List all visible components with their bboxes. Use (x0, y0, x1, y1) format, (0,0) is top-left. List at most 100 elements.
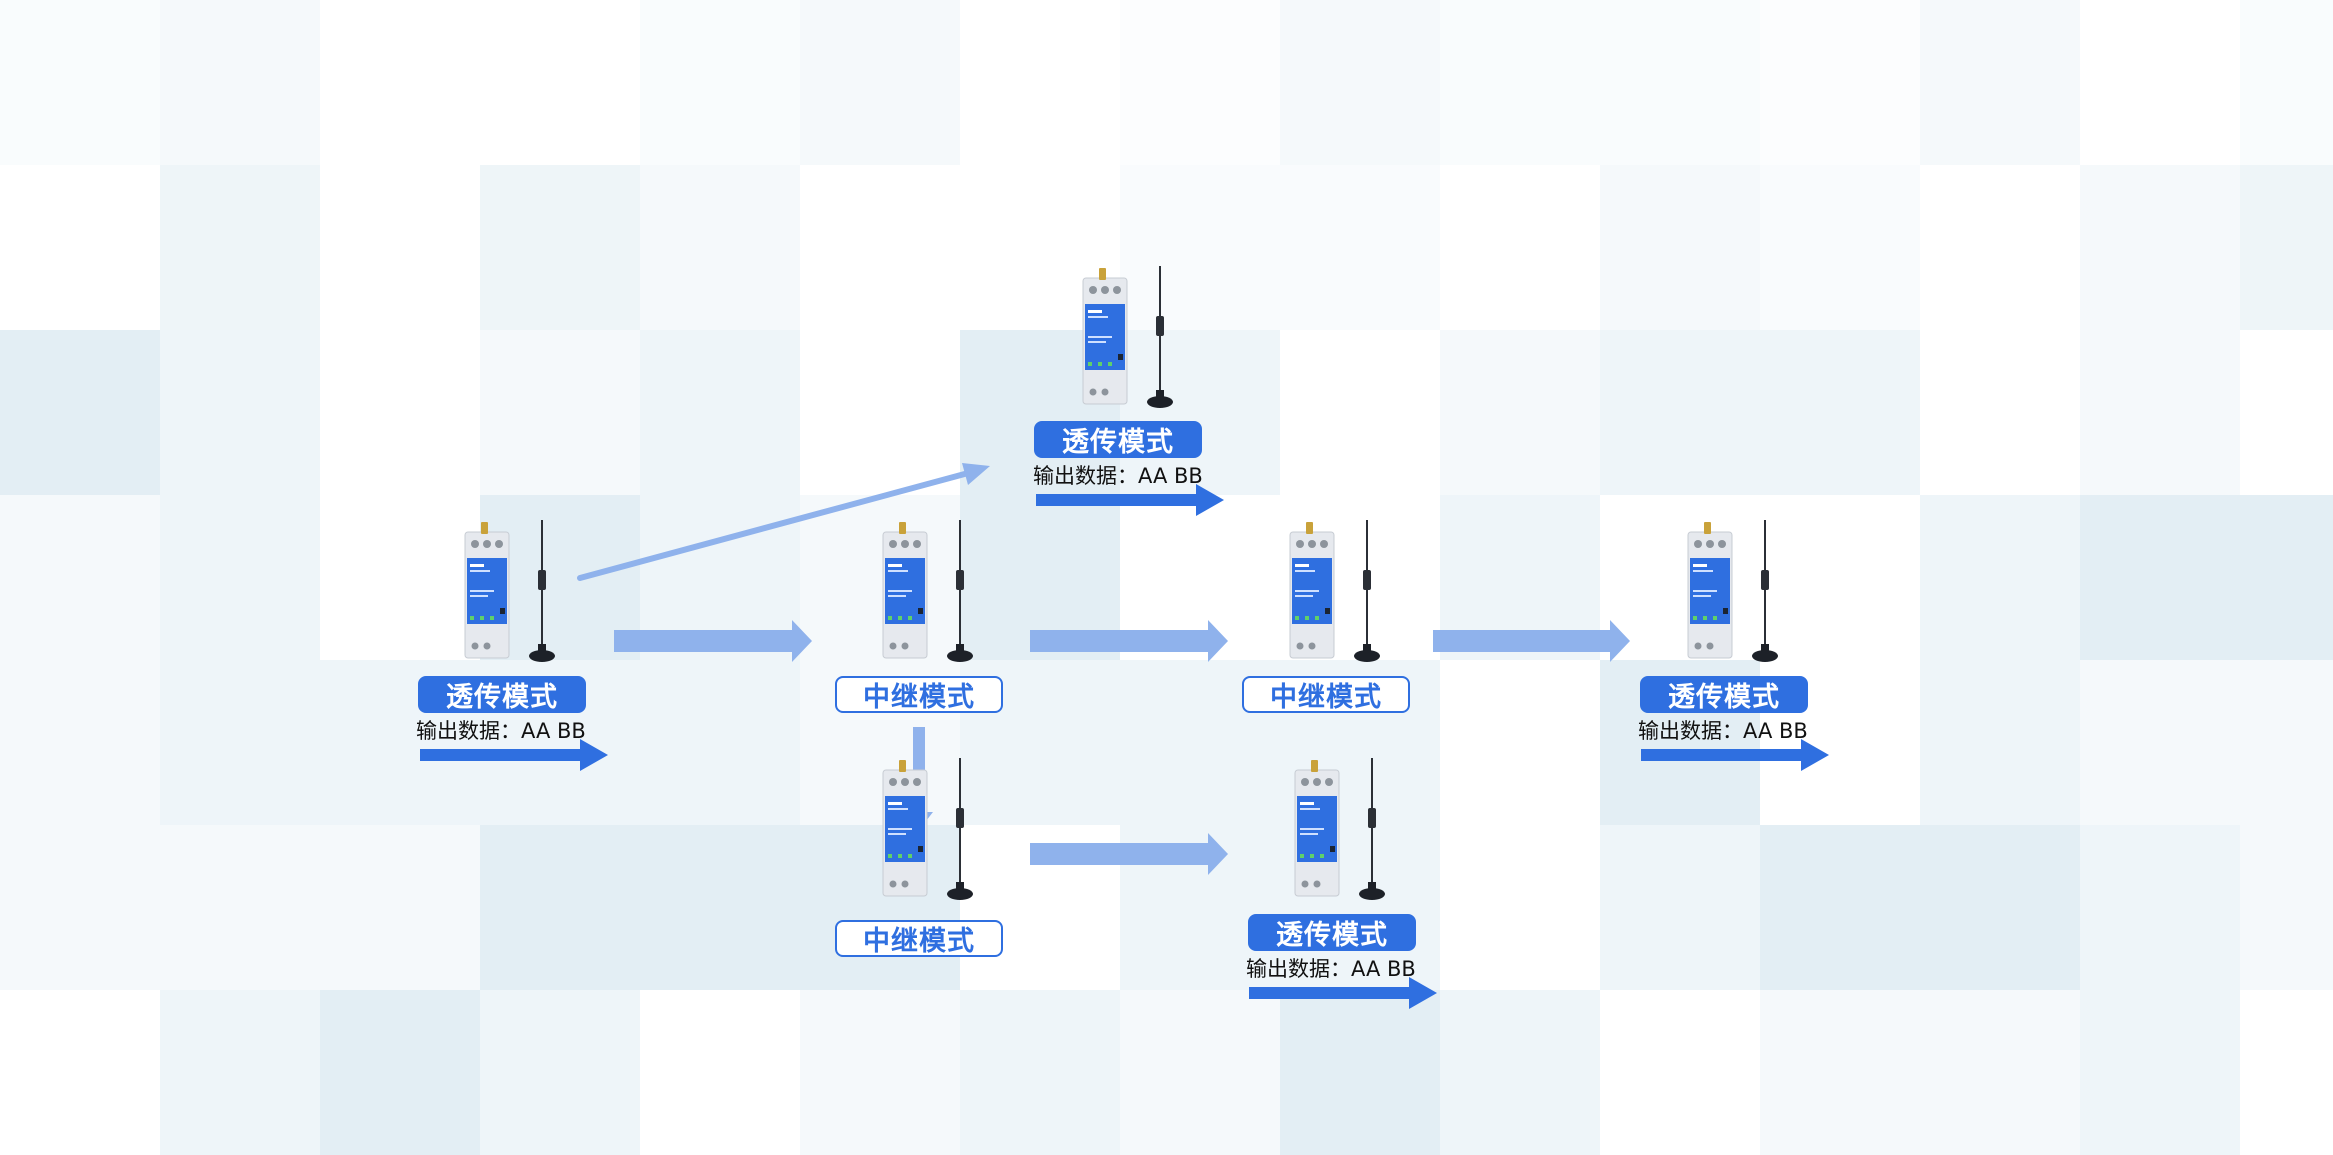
output-text-bottom-receiver: 输出数据：AA BB (1246, 957, 1416, 981)
background-tile (640, 660, 800, 825)
background-tile (1920, 660, 2080, 825)
background-tile (2240, 165, 2333, 330)
background-tile (1440, 0, 1600, 165)
background-tile (1120, 0, 1280, 165)
background-tile (960, 0, 1120, 165)
link-arrow-lower-to-bottom (1030, 833, 1228, 875)
device-relay-middle (878, 518, 978, 668)
mode-label-bottom-receiver: 透传模式 (1248, 914, 1416, 951)
background-tile (1280, 165, 1440, 330)
background-tile (160, 165, 320, 330)
background-tile (1600, 165, 1760, 330)
background-tile (1600, 825, 1760, 990)
background-tile (0, 0, 160, 165)
background-tile (1440, 165, 1600, 330)
link-arrowhead-source-to-top (962, 463, 990, 485)
background-tile (0, 825, 160, 990)
background-tile (2240, 825, 2333, 990)
output-arrow-bottom-receiver (1249, 975, 1439, 1011)
background-tile (0, 330, 160, 495)
link-arrow-source-to-top (577, 469, 975, 581)
device-top-receiver (1078, 264, 1178, 414)
background-tile (640, 165, 800, 330)
background-tile (800, 825, 960, 990)
background-tile (1920, 825, 2080, 990)
background-tile (1760, 165, 1920, 330)
background-tile (800, 330, 960, 495)
background-tile (2080, 0, 2240, 165)
background-tile (0, 660, 160, 825)
background-tile (0, 165, 160, 330)
background-tile (480, 0, 640, 165)
device-relay-lower (878, 756, 978, 906)
background-tile (1440, 660, 1600, 825)
mode-label-relay-lower: 中继模式 (835, 920, 1003, 957)
background-tile (2240, 495, 2333, 660)
device-source (460, 518, 560, 668)
background-tile (640, 0, 800, 165)
background-tile (2080, 495, 2240, 660)
link-arrow-relay-to-relay (1030, 620, 1228, 662)
background-tile (1920, 0, 2080, 165)
background-tile (2240, 660, 2333, 825)
background-tile (1760, 495, 1920, 660)
background-tile (1440, 330, 1600, 495)
background-tile (160, 495, 320, 660)
background-tile (2080, 165, 2240, 330)
output-text-top-receiver: 输出数据：AA BB (1033, 464, 1203, 488)
background-tile (1600, 0, 1760, 165)
background-tile (2080, 660, 2240, 825)
link-arrow-relay-to-final (1433, 620, 1630, 662)
background-tile (320, 330, 480, 495)
mode-label-top-receiver: 透传模式 (1034, 421, 1202, 458)
background-tile (320, 825, 480, 990)
output-arrow-top-receiver (1036, 482, 1226, 518)
background-tile (160, 0, 320, 165)
background-tile (1120, 330, 1280, 495)
device-final-receiver (1683, 518, 1783, 668)
background-tile (160, 825, 320, 990)
background-tile (800, 0, 960, 165)
background-tile (1920, 495, 2080, 660)
background-tile (2240, 0, 2333, 165)
link-arrow-source-to-relay (614, 620, 812, 662)
background-tile (1280, 0, 1440, 165)
background-tile (1760, 825, 1920, 990)
background-tile (800, 495, 960, 660)
background-tile (1920, 330, 2080, 495)
background-tile (640, 330, 800, 495)
background-tile (0, 495, 160, 660)
output-text-source: 输出数据：AA BB (416, 719, 586, 743)
output-arrow-final-receiver (1641, 737, 1831, 773)
background-tile (2240, 330, 2333, 495)
background-tile (2080, 330, 2240, 495)
background-tile (160, 660, 320, 825)
background-tile (1440, 825, 1600, 990)
background-tile (2080, 825, 2240, 990)
connection-arrows (577, 463, 1630, 875)
background-tile (320, 165, 480, 330)
mode-label-relay-right: 中继模式 (1242, 676, 1410, 713)
background-tile (1920, 165, 2080, 330)
background-tile (160, 330, 320, 495)
background-tile (320, 495, 480, 660)
device-relay-right (1285, 518, 1385, 668)
background-tile (480, 330, 640, 495)
background-tile (480, 165, 640, 330)
background-tile (320, 0, 480, 165)
background-tile (1760, 0, 1920, 165)
background-tile (1280, 330, 1440, 495)
background-tile (1600, 495, 1760, 660)
background-tile (480, 825, 640, 990)
background-tile (640, 825, 800, 990)
mode-label-relay-middle: 中继模式 (835, 676, 1003, 713)
background-tile (1120, 165, 1280, 330)
background-tile (1600, 330, 1760, 495)
mode-label-final-receiver: 透传模式 (1640, 676, 1808, 713)
output-text-final-receiver: 输出数据：AA BB (1638, 719, 1808, 743)
device-bottom-receiver (1290, 756, 1390, 906)
mode-label-source: 透传模式 (418, 676, 586, 713)
background-tile (1760, 330, 1920, 495)
background-tile (800, 165, 960, 330)
output-arrow-source (420, 737, 610, 773)
